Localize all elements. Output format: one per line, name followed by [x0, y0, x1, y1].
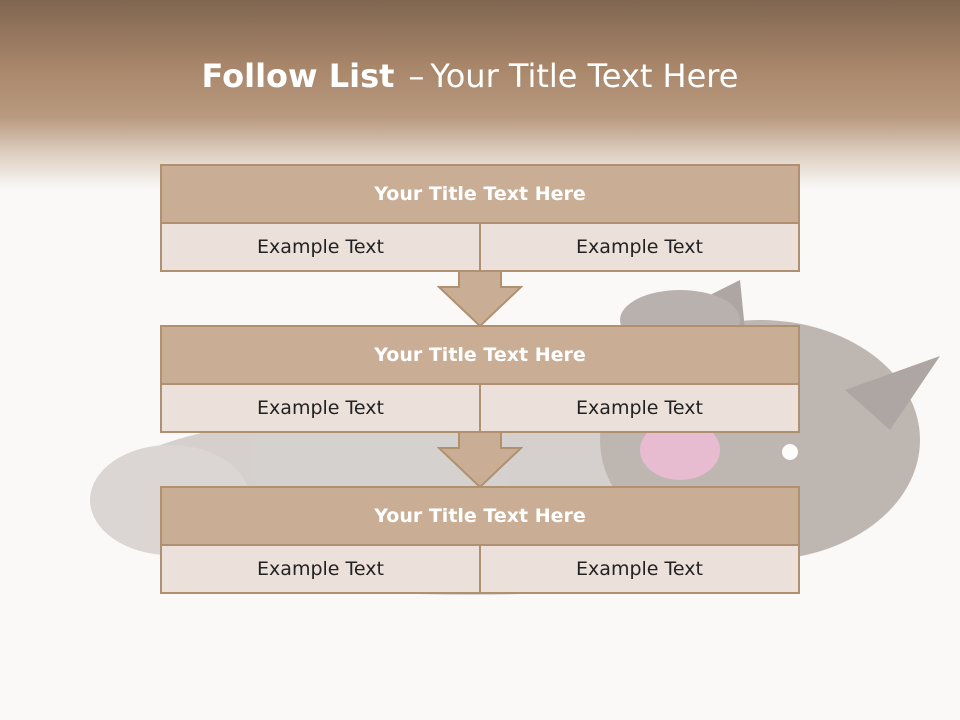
step-cell-left: Example Text: [162, 546, 479, 592]
page-title-separator: –: [408, 57, 425, 95]
step-title: Your Title Text Here: [162, 327, 798, 385]
step-cell-right: Example Text: [479, 385, 798, 431]
step-cell-right: Example Text: [479, 546, 798, 592]
step-cell-left: Example Text: [162, 385, 479, 431]
step-cell-left: Example Text: [162, 224, 479, 270]
step-row: Example Text Example Text: [162, 224, 798, 270]
down-arrow-icon: [437, 270, 523, 328]
step-title: Your Title Text Here: [162, 488, 798, 546]
page-title: Follow List–Your Title Text Here: [0, 52, 940, 100]
step-row: Example Text Example Text: [162, 546, 798, 592]
page-title-bold: Follow List: [201, 57, 395, 95]
down-arrow-icon: [437, 431, 523, 489]
step-cell-right: Example Text: [479, 224, 798, 270]
step-title: Your Title Text Here: [162, 166, 798, 224]
header-band: [0, 0, 960, 190]
step-box-1: Your Title Text Here Example Text Exampl…: [160, 164, 800, 272]
step-box-3: Your Title Text Here Example Text Exampl…: [160, 486, 800, 594]
step-box-2: Your Title Text Here Example Text Exampl…: [160, 325, 800, 433]
step-row: Example Text Example Text: [162, 385, 798, 431]
page-title-rest: Your Title Text Here: [430, 57, 739, 95]
